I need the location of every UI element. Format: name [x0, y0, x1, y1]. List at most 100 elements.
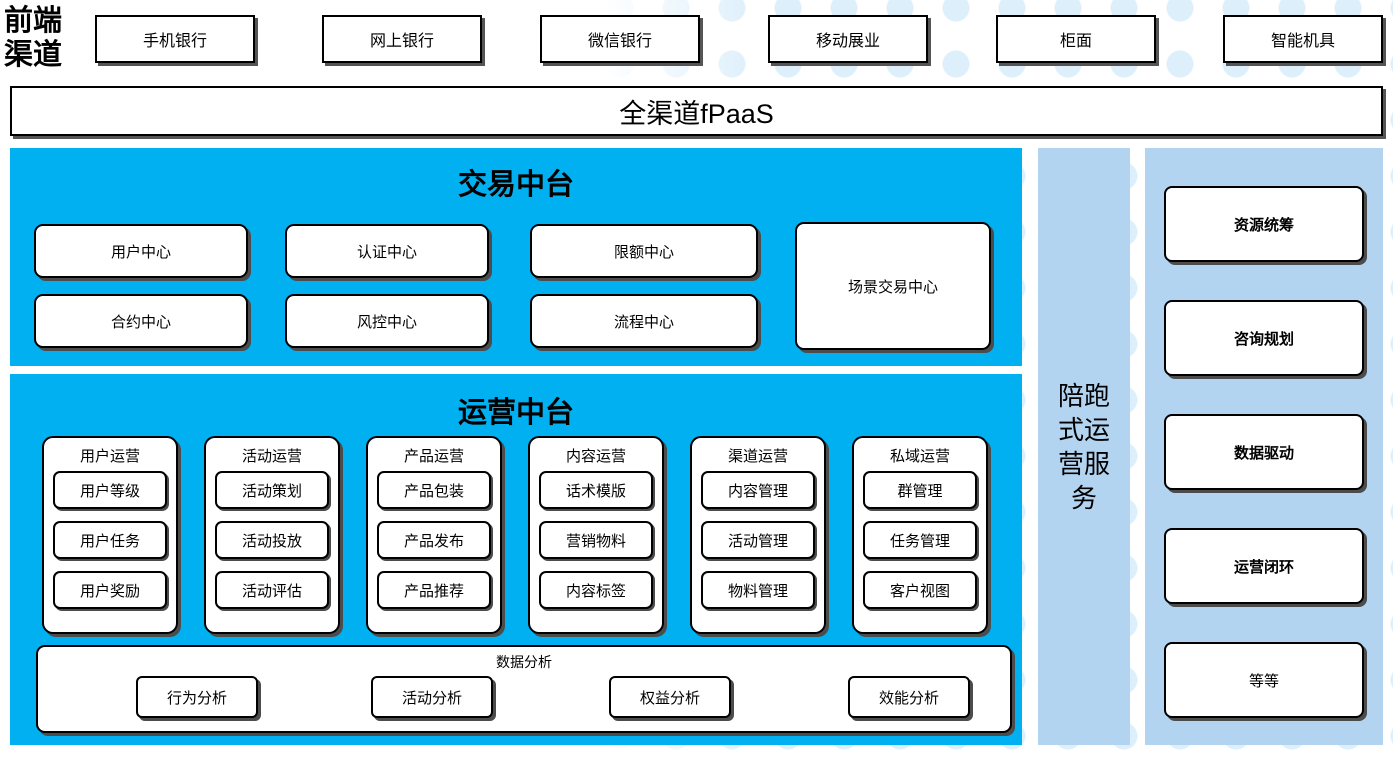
- trade-center-box-label: 风控中心: [356, 313, 417, 331]
- channel-box-label: 手机银行: [142, 33, 207, 50]
- data-analysis-item-4[interactable]: 效能分析: [848, 676, 970, 718]
- operations-item-4-3[interactable]: 内容标签: [539, 571, 653, 609]
- operations-item-6-2[interactable]: 任务管理: [863, 521, 977, 559]
- operations-group-5: 渠道运营内容管理活动管理物料管理: [690, 436, 826, 634]
- operations-group-6: 私域运营群管理任务管理客户视图: [852, 436, 988, 634]
- data-analysis-item-2[interactable]: 活动分析: [371, 676, 493, 718]
- trade-center-box-5[interactable]: 风控中心: [285, 294, 489, 348]
- trade-center-box-3[interactable]: 限额中心: [530, 224, 758, 278]
- pillar-box-2[interactable]: 咨询规划: [1164, 300, 1364, 376]
- operations-group-title: 用户运营: [79, 448, 140, 465]
- operations-item-label: 群管理: [897, 482, 943, 500]
- operations-group-1: 用户运营用户等级用户任务用户奖励: [42, 436, 178, 634]
- omnichannel-fpaas-bar[interactable]: 全渠道fPaaS: [10, 86, 1383, 136]
- operations-item-4-2[interactable]: 营销物料: [539, 521, 653, 559]
- trade-center-box-2[interactable]: 认证中心: [285, 224, 489, 278]
- pillar-box-label: 资源统筹: [1233, 216, 1294, 234]
- operations-item-3-3[interactable]: 产品推荐: [377, 571, 491, 609]
- data-analysis-item-3[interactable]: 权益分析: [609, 676, 731, 718]
- trade-center-box-label: 用户中心: [110, 243, 171, 261]
- operations-group-title: 活动运营: [241, 448, 302, 465]
- channel-box-4[interactable]: 移动展业: [768, 15, 928, 63]
- trade-center-box-label: 认证中心: [356, 243, 417, 261]
- operations-group-3: 产品运营产品包装产品发布产品推荐: [366, 436, 502, 634]
- operations-item-label: 用户等级: [79, 482, 140, 500]
- trade-center-box-label: 场景交易中心: [847, 278, 938, 296]
- channel-box-label: 网上银行: [369, 33, 434, 50]
- operations-group-title: 渠道运营: [727, 448, 788, 465]
- channel-box-5[interactable]: 柜面: [996, 15, 1156, 63]
- pillar-box-label: 等等: [1248, 672, 1279, 690]
- channel-label-line-2: 渠道: [4, 39, 63, 71]
- operations-item-6-3[interactable]: 客户视图: [863, 571, 977, 609]
- channel-box-label: 智能机具: [1270, 33, 1335, 50]
- channel-box-label: 柜面: [1059, 33, 1092, 50]
- operations-item-1-2[interactable]: 用户任务: [53, 521, 167, 559]
- operations-item-2-3[interactable]: 活动评估: [215, 571, 329, 609]
- trade-center-box-label: 流程中心: [613, 313, 674, 331]
- operations-item-1-1[interactable]: 用户等级: [53, 471, 167, 509]
- channel-box-6[interactable]: 智能机具: [1223, 15, 1383, 63]
- channel-box-2[interactable]: 网上银行: [322, 15, 482, 63]
- trade-center-box-7[interactable]: 场景交易中心: [795, 222, 991, 350]
- operations-item-5-3[interactable]: 物料管理: [701, 571, 815, 609]
- operations-item-label: 内容标签: [565, 582, 626, 600]
- data-analysis-item-label: 行为分析: [166, 689, 227, 707]
- trade-center-box-label: 合约中心: [110, 313, 171, 331]
- operations-item-label: 活动管理: [727, 532, 788, 550]
- operations-item-3-1[interactable]: 产品包装: [377, 471, 491, 509]
- operations-item-label: 任务管理: [889, 532, 950, 550]
- front-end-channel-label: 前端 渠道: [4, 4, 86, 72]
- operations-item-2-2[interactable]: 活动投放: [215, 521, 329, 559]
- operations-item-3-2[interactable]: 产品发布: [377, 521, 491, 559]
- operations-item-label: 营销物料: [565, 532, 626, 550]
- data-analysis-item-label: 活动分析: [401, 689, 462, 707]
- operations-item-4-1[interactable]: 话术模版: [539, 471, 653, 509]
- service-column-label: 陪跑式运营服务: [1057, 380, 1110, 513]
- trade-center-box-label: 限额中心: [613, 243, 674, 261]
- trade-center-title: 交易中台: [457, 169, 574, 201]
- operations-item-6-1[interactable]: 群管理: [863, 471, 977, 509]
- pillar-box-label: 运营闭环: [1233, 558, 1294, 576]
- operations-item-5-1[interactable]: 内容管理: [701, 471, 815, 509]
- operations-item-5-2[interactable]: 活动管理: [701, 521, 815, 559]
- channel-label-line-1: 前端: [4, 5, 63, 37]
- pillar-box-5[interactable]: 等等: [1164, 642, 1364, 718]
- operations-group-title: 内容运营: [565, 448, 626, 465]
- channel-box-1[interactable]: 手机银行: [95, 15, 255, 63]
- trade-center-box-4[interactable]: 合约中心: [34, 294, 248, 348]
- operations-group-2: 活动运营活动策划活动投放活动评估: [204, 436, 340, 634]
- pillar-box-1[interactable]: 资源统筹: [1164, 186, 1364, 262]
- pillar-box-3[interactable]: 数据驱动: [1164, 414, 1364, 490]
- pillar-box-label: 咨询规划: [1233, 330, 1294, 348]
- service-pillar-column: 资源统筹咨询规划数据驱动运营闭环等等: [1145, 148, 1383, 745]
- operations-item-label: 客户视图: [889, 582, 950, 600]
- operations-item-2-1[interactable]: 活动策划: [215, 471, 329, 509]
- data-analysis-item-1[interactable]: 行为分析: [136, 676, 258, 718]
- data-analysis-title: 数据分析: [496, 654, 552, 670]
- data-analysis-item-label: 效能分析: [878, 689, 939, 707]
- operations-item-label: 产品推荐: [403, 582, 464, 600]
- pillar-box-4[interactable]: 运营闭环: [1164, 528, 1364, 604]
- operations-center-title: 运营中台: [457, 397, 574, 429]
- channel-box-label: 移动展业: [815, 33, 880, 50]
- operations-item-label: 话术模版: [565, 482, 626, 500]
- operations-group-4: 内容运营话术模版营销物料内容标签: [528, 436, 664, 634]
- data-analysis-item-label: 权益分析: [639, 689, 700, 707]
- operations-item-label: 活动投放: [241, 532, 302, 550]
- accompanying-operation-service-column: 陪跑式运营服务: [1038, 148, 1130, 745]
- operations-item-1-3[interactable]: 用户奖励: [53, 571, 167, 609]
- trade-center-box-6[interactable]: 流程中心: [530, 294, 758, 348]
- operations-group-title: 产品运营: [403, 448, 464, 465]
- operations-item-label: 物料管理: [727, 582, 788, 600]
- operations-item-label: 内容管理: [727, 482, 788, 500]
- pillar-box-label: 数据驱动: [1233, 444, 1294, 462]
- operations-item-label: 产品包装: [403, 482, 464, 500]
- trade-center-box-1[interactable]: 用户中心: [34, 224, 248, 278]
- operations-item-label: 产品发布: [403, 532, 464, 550]
- operations-group-title: 私域运营: [889, 448, 950, 465]
- channel-box-3[interactable]: 微信银行: [540, 15, 700, 63]
- channel-box-label: 微信银行: [587, 33, 652, 50]
- operations-item-label: 用户奖励: [79, 582, 140, 600]
